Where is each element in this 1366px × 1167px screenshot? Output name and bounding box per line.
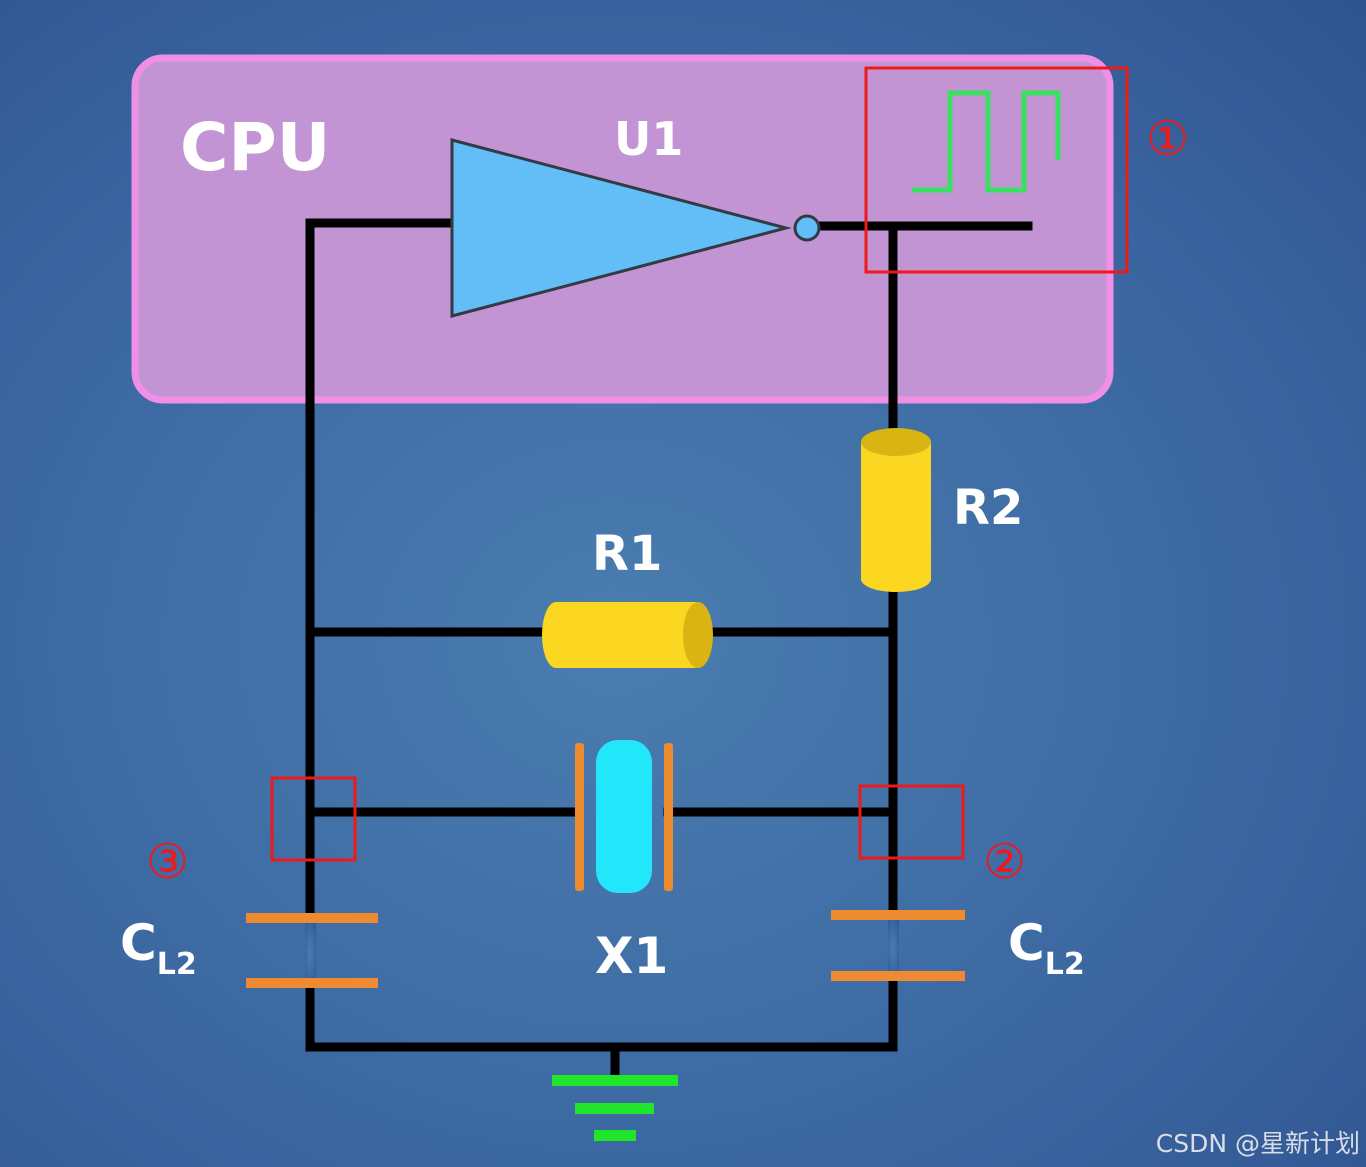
marker-3: ③ [146, 834, 189, 890]
resistor-r1 [542, 602, 713, 668]
highlight-box-3 [270, 776, 357, 862]
watermark: CSDN @星新计划 [1156, 1129, 1360, 1158]
capacitor-left [246, 913, 378, 988]
x1-label: X1 [595, 927, 668, 985]
square-wave-icon [912, 90, 1061, 193]
capacitor-right [831, 910, 965, 981]
r1-label: R1 [592, 526, 662, 582]
marker-1: ① [1146, 111, 1189, 167]
wire-left-feedback [305, 218, 898, 1052]
marker-2: ② [983, 834, 1026, 890]
u1-label: U1 [614, 112, 683, 166]
highlights [270, 66, 1129, 862]
resistor-r2 [861, 428, 931, 592]
cpu-label: CPU [180, 109, 330, 186]
inverter-u1 [450, 138, 792, 318]
highlight-box-1 [864, 66, 1129, 274]
r2-label: R2 [953, 480, 1023, 536]
crystal-x1 [575, 740, 673, 893]
cl-left-label: CL2 [120, 914, 197, 982]
inverter-bubble [793, 214, 821, 242]
ground-icon [552, 1075, 678, 1141]
cl-right-label: CL2 [1008, 914, 1085, 982]
highlight-box-2 [858, 784, 965, 860]
